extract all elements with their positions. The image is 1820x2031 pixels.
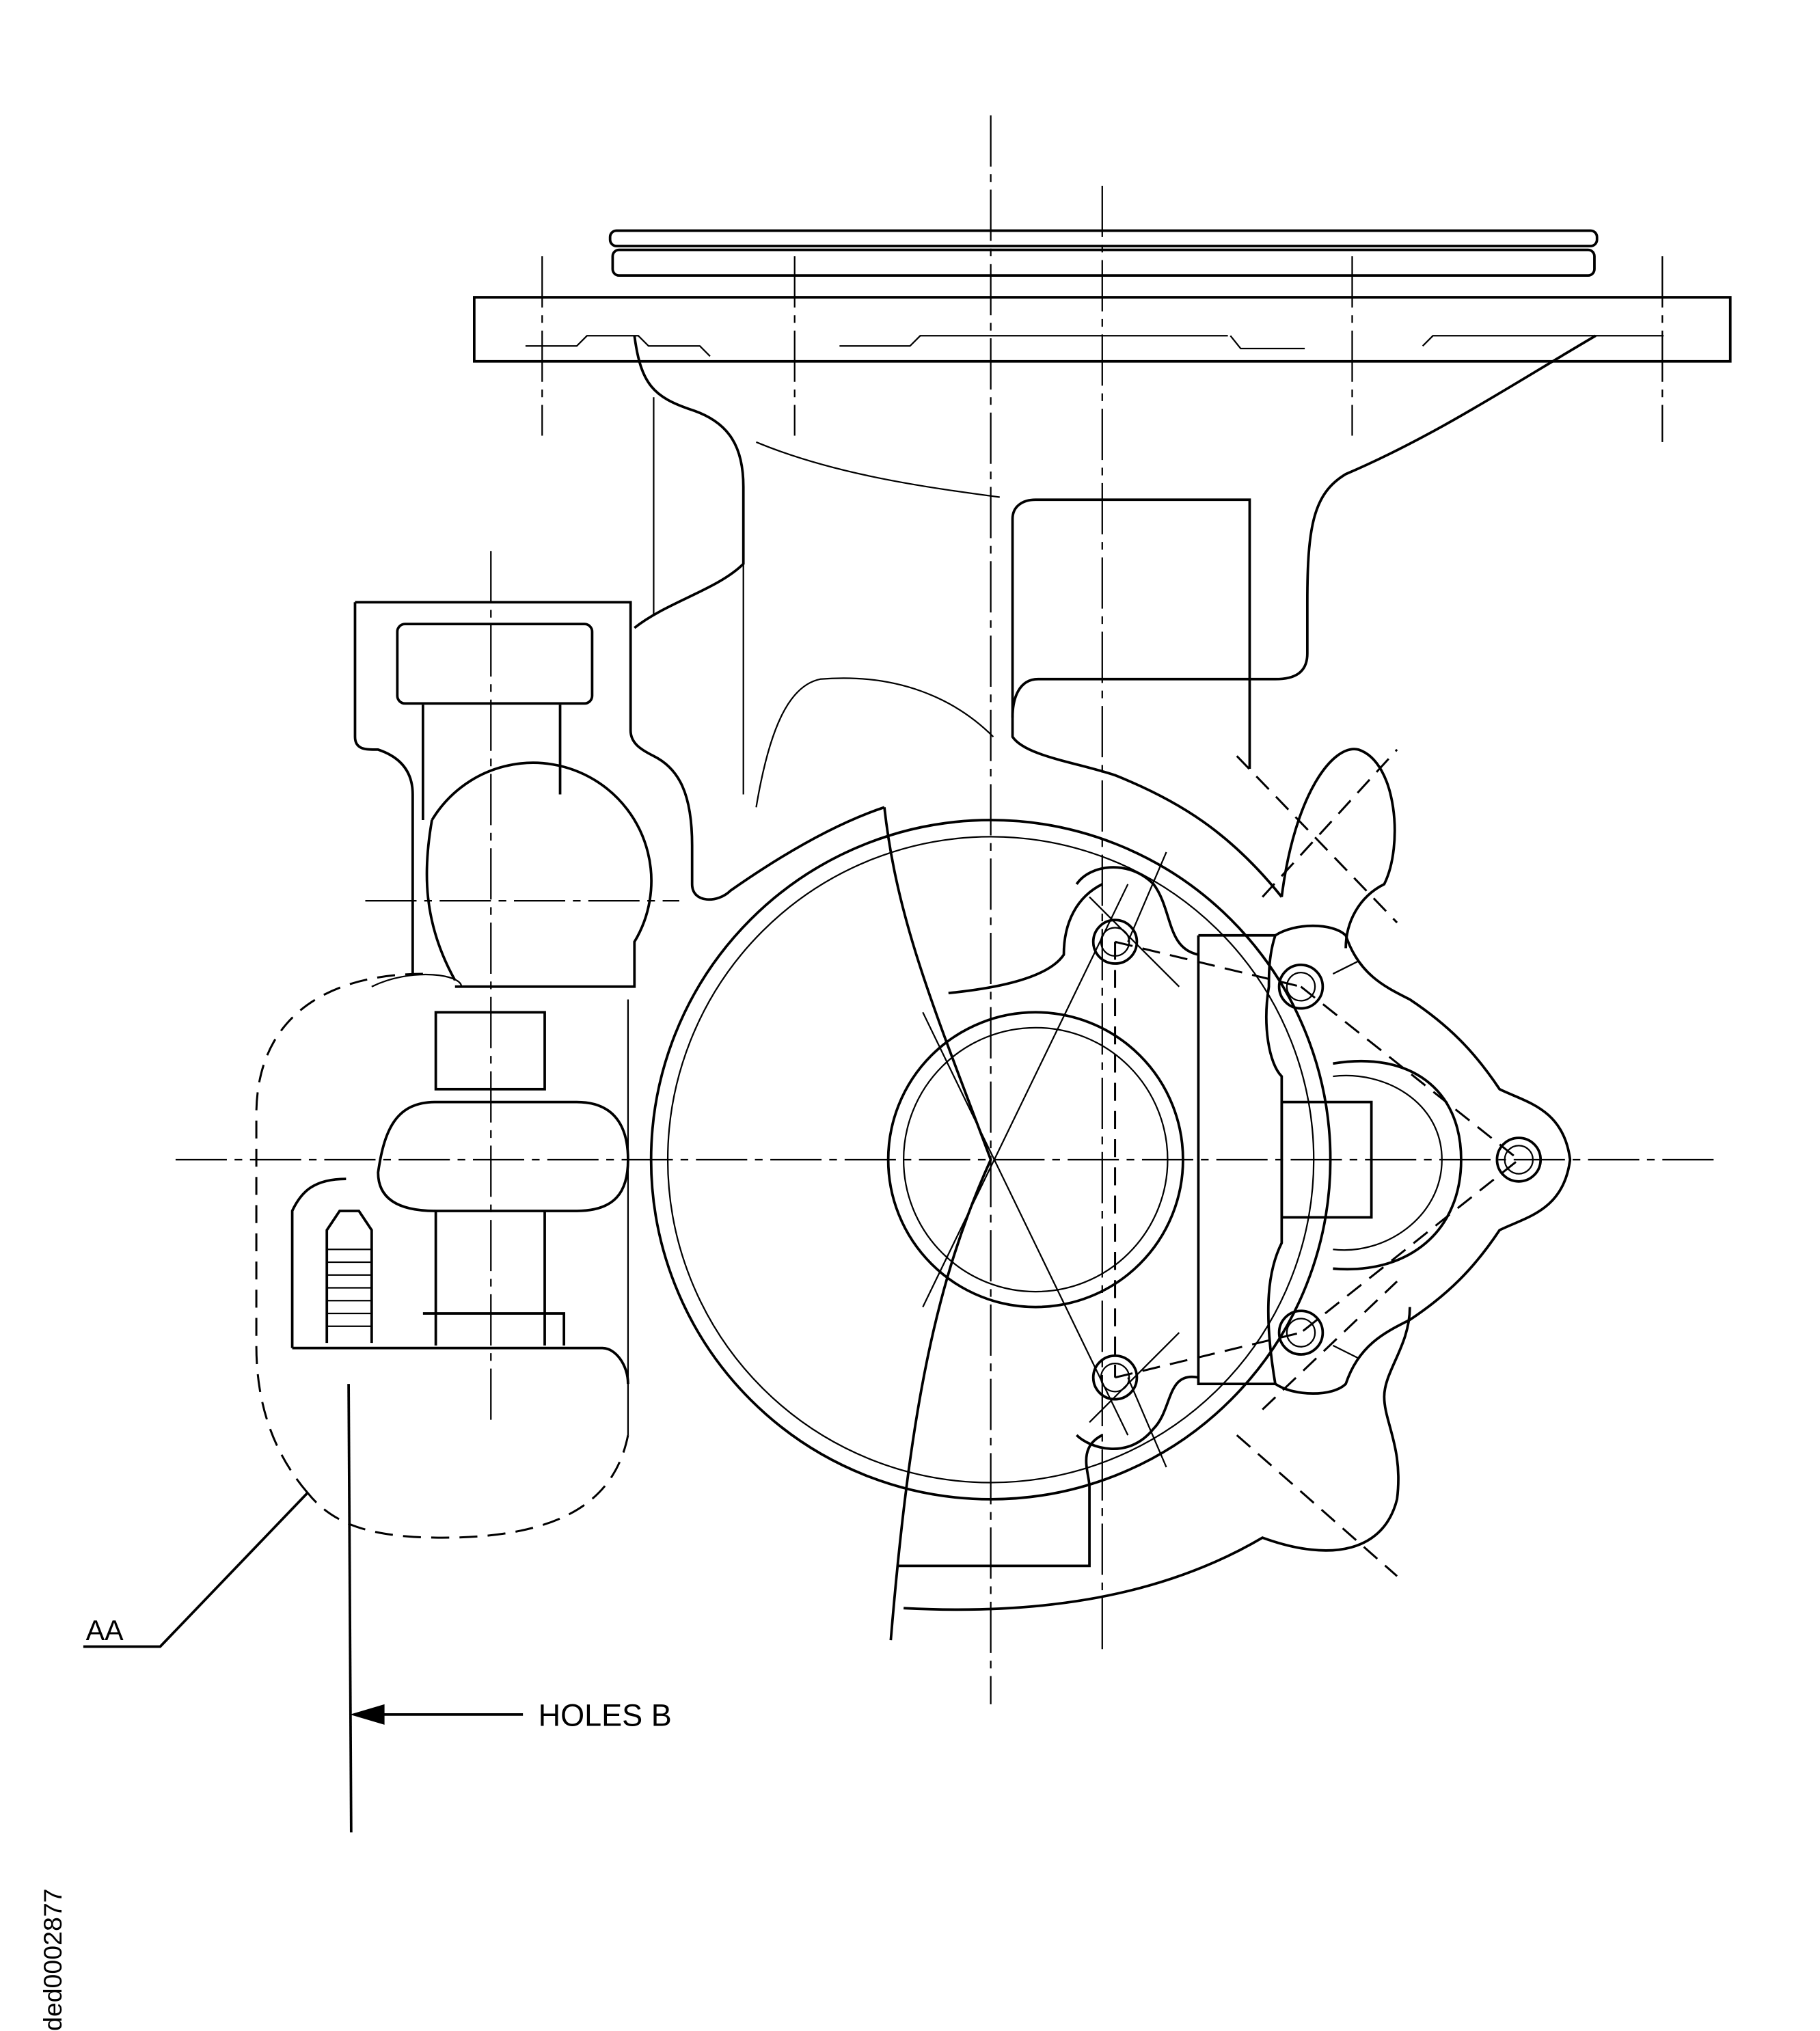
detail-aa-outline [83, 972, 629, 1648]
bolt-hole [1277, 1309, 1325, 1356]
bolt-hole [1495, 1136, 1543, 1183]
top-flange [473, 229, 1732, 363]
housing-body [353, 334, 1597, 1641]
detail-aa-label: AA [86, 1615, 124, 1646]
holes-b-arrow [349, 1704, 524, 1725]
bolt-hole [1277, 964, 1325, 1010]
holes-b-label: HOLES B [539, 1698, 672, 1733]
bolt-hole [1091, 1354, 1139, 1401]
drawing-id: ded0002877 [38, 1888, 67, 2031]
bolt-holes [1089, 748, 1543, 1577]
